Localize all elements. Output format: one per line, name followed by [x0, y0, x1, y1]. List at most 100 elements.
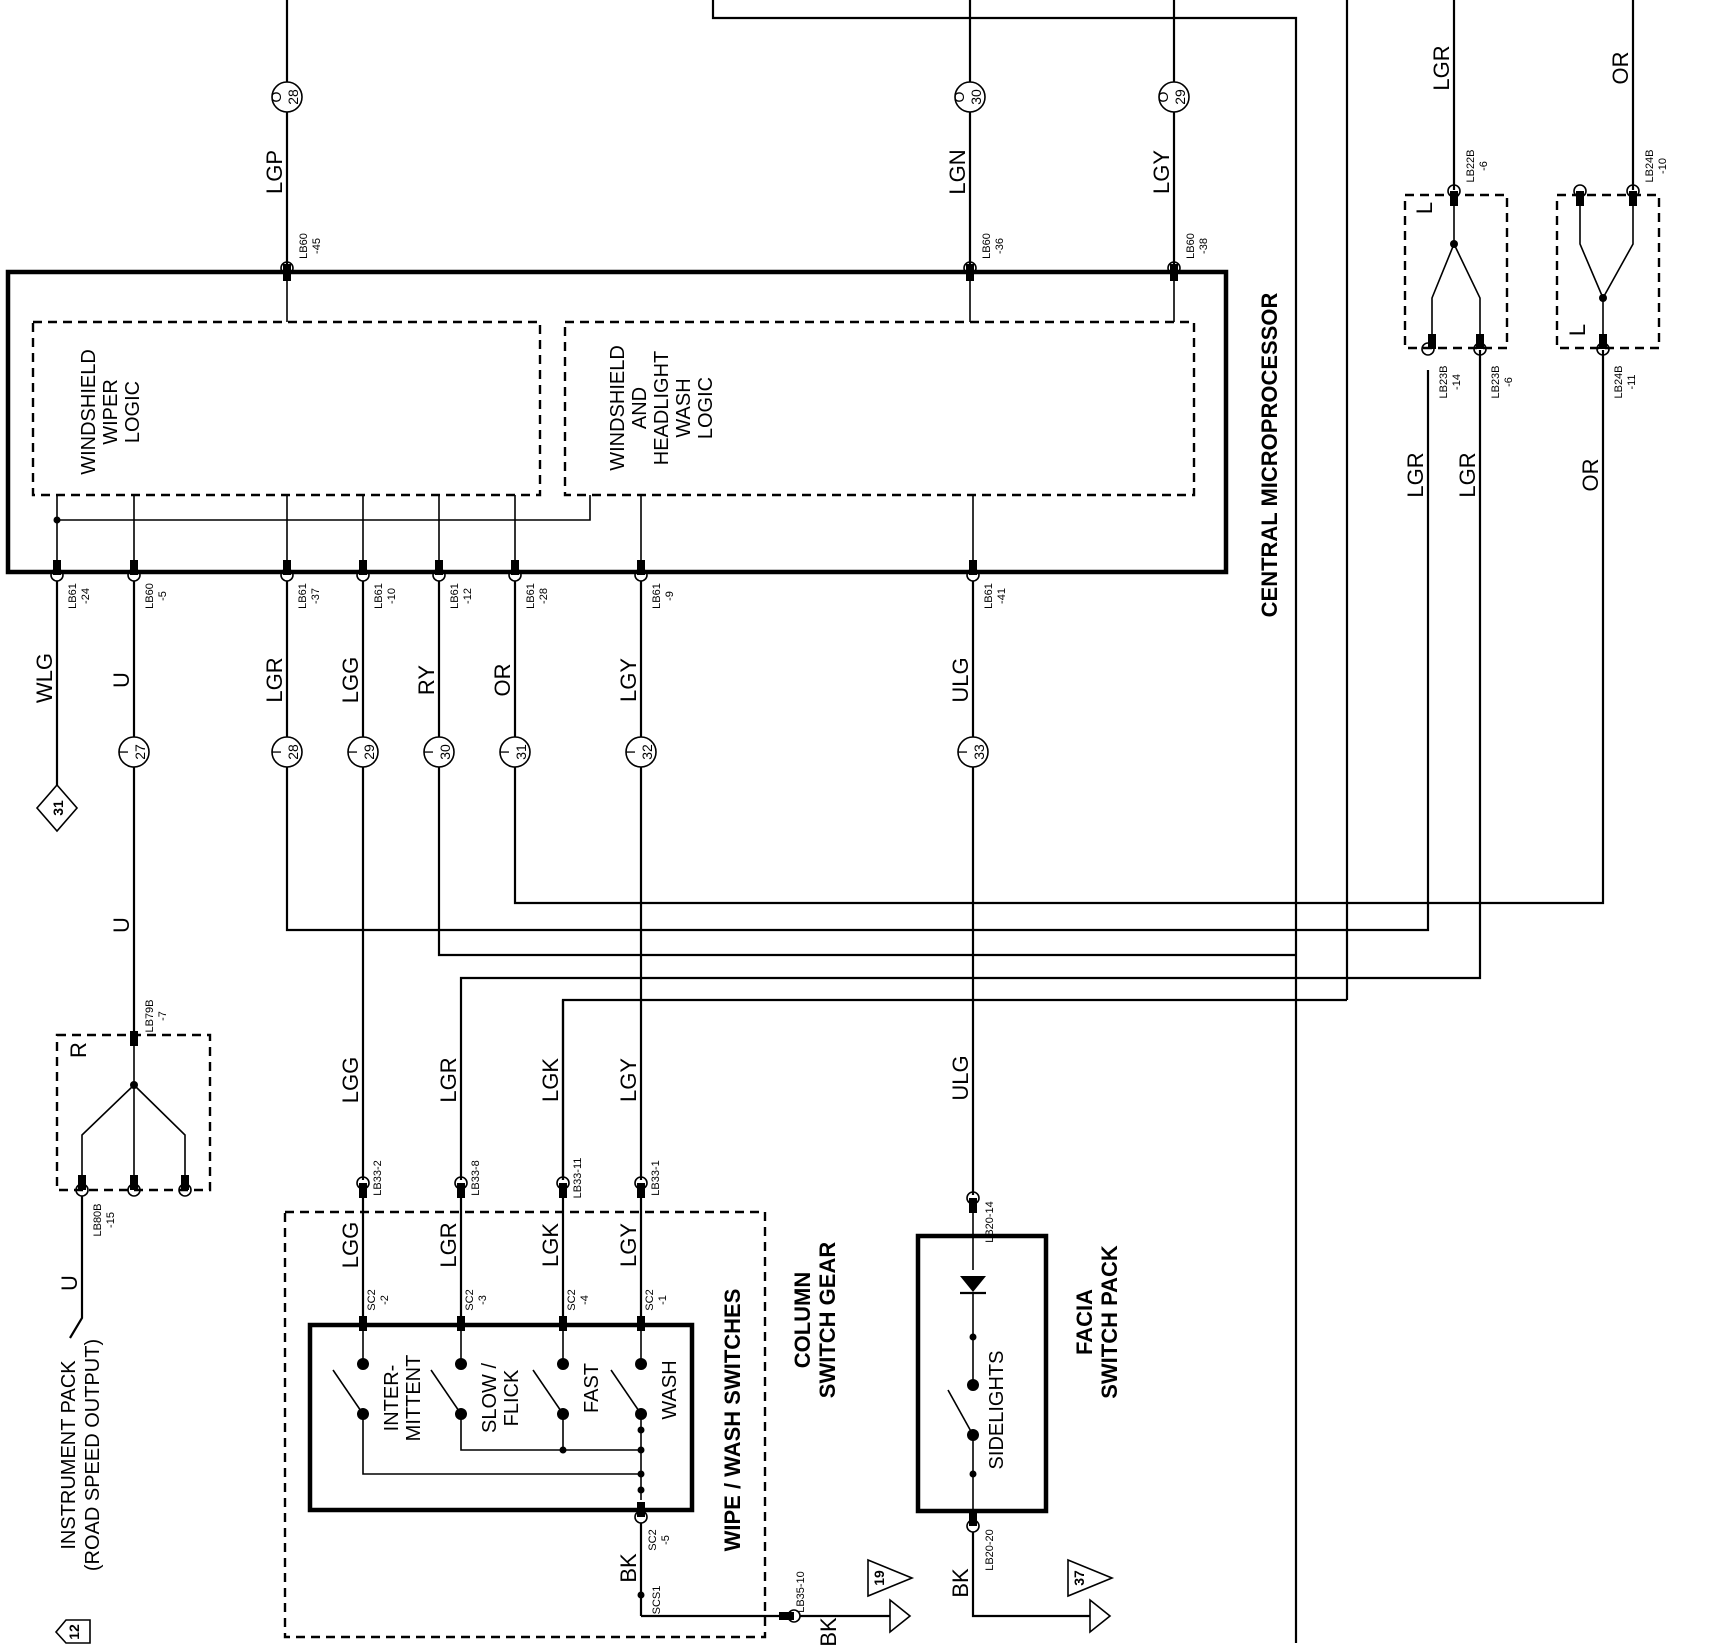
- switch-intermittent: INTER- MITTENT: [332, 1331, 641, 1475]
- bottom-wire-wlg: WLG 31: [32, 581, 79, 833]
- bottom-wire-ry: RY I 30: [414, 581, 1296, 957]
- connector-label: LB20-20: [984, 1529, 996, 1571]
- logic-text-line: WINDSHIELD: [78, 349, 100, 475]
- connector-pin: -14: [1451, 374, 1463, 390]
- offpage-number: 33: [971, 744, 987, 760]
- offpage-number: 30: [968, 89, 984, 105]
- wire-color-label: LGK: [538, 1223, 563, 1267]
- offpage-letter: O: [1155, 91, 1171, 102]
- switch-label: SLOW /: [479, 1363, 501, 1433]
- wire-color-label: BK: [948, 1568, 973, 1598]
- connector-label: LB61: [67, 583, 79, 609]
- connector-label: LB60: [1185, 233, 1197, 259]
- reference-marker-37: [1067, 1558, 1115, 1598]
- entry-lgg: LB33-2 LGG SC2 -2: [338, 1160, 391, 1320]
- logic-text-line: LOGIC: [122, 381, 144, 443]
- connector-pin: -4: [579, 1295, 591, 1305]
- connector-label: LB24B: [1644, 149, 1656, 182]
- splice-letter: L: [1412, 202, 1437, 214]
- logic-text-line: WASH: [673, 378, 695, 437]
- entry-lgy: LB33-1 LGY SC2 -1: [616, 1160, 669, 1320]
- wire-color-label: WLG: [32, 653, 57, 703]
- switch-label: FLICK: [501, 1369, 523, 1426]
- logic-text-line: LOGIC: [695, 377, 717, 439]
- entry-lgr: LB33-8 LGR SC2 -3: [436, 1160, 489, 1320]
- connector-label: LB22B: [1465, 149, 1477, 182]
- wire-color-label: LGR: [1455, 452, 1480, 497]
- facia-switch-pack: LB20-14 SIDELIGHTS LB20-20 BK 37 FACIA S…: [915, 1191, 1122, 1634]
- connector-pin: -5: [660, 1535, 672, 1545]
- switch-wash: WASH: [610, 1331, 681, 1500]
- offpage-letter: O: [268, 91, 284, 102]
- connector-label: LB60: [298, 233, 310, 259]
- connector-pin: -2: [379, 1295, 391, 1305]
- offpage-number: 27: [132, 744, 148, 760]
- connector-pin: -28: [538, 588, 550, 604]
- bottom-wire-lgy: LGY I 32 LGY: [616, 581, 657, 1180]
- connector-label: LB23B: [1438, 365, 1450, 398]
- connector-pin: -10: [1657, 158, 1669, 174]
- connector-pin: -3: [477, 1295, 489, 1305]
- wipe-wash-switch-box: [307, 1322, 695, 1513]
- wipe-wash-title: WIPE / WASH SWITCHES: [720, 1289, 745, 1552]
- bottom-wire-ulg: ULG I 33 ULG: [948, 581, 989, 1195]
- connector-label: LB61: [983, 583, 995, 609]
- switch-label: MITTENT: [403, 1355, 425, 1442]
- connector-label: LB33-2: [372, 1160, 384, 1195]
- wire-color-label: LGP: [262, 150, 287, 194]
- pin-lb61-9: LB61 -9: [634, 560, 676, 609]
- top-wire-lgy: O 29 LGY LB60 -38: [1149, 0, 1210, 322]
- connector-pin: -9: [664, 591, 676, 601]
- facia-switch-box: [915, 1233, 1049, 1514]
- connector-label: LB79B: [144, 999, 156, 1032]
- offpage-letter: O: [951, 91, 967, 102]
- wire-color-label: LGR: [436, 1057, 461, 1102]
- connector-pin: -41: [996, 588, 1008, 604]
- connector-label: LB60: [144, 583, 156, 609]
- cross-wire-lgr-lb23b-6: LGR: [436, 350, 1482, 1180]
- connector-label: SC2: [644, 1289, 656, 1310]
- pin-lb61-24: LB61 -24: [50, 560, 92, 609]
- facia-title: FACIA: [1072, 1289, 1097, 1355]
- logic-text-line: WINDSHIELD: [607, 345, 629, 471]
- offpage-number: 31: [513, 744, 529, 760]
- connector-label: SCS1: [651, 1586, 663, 1615]
- bottom-wire-lgr: LGR I 28: [262, 370, 1430, 932]
- wire-color-label: LGR: [1429, 45, 1454, 90]
- connector-label: LB24B: [1613, 365, 1625, 398]
- wire-color-label: LGK: [538, 1058, 563, 1102]
- wire-color-label: OR: [1578, 459, 1603, 492]
- connector-label: SC2: [566, 1289, 578, 1310]
- instrument-pack-subtitle: (ROAD SPEED OUTPUT): [82, 1339, 104, 1571]
- offpage-letter: I: [954, 750, 970, 754]
- reference-marker-31: [35, 783, 79, 833]
- connector-label: LB20-14: [984, 1201, 996, 1243]
- wire-color-label: LGY: [616, 1223, 641, 1267]
- instrument-pack-label: INSTRUMENT PACK (ROAD SPEED OUTPUT) 12: [54, 1339, 104, 1644]
- connector-pin: -7: [157, 1011, 169, 1021]
- column-switch-gear: COLUMN SWITCH GEAR WIPE / WASH SWITCHES …: [283, 1158, 915, 1647]
- diode-icon: [960, 1276, 986, 1292]
- connector-label: LB33-8: [470, 1160, 482, 1195]
- offpage-number: 28: [285, 89, 301, 105]
- central-microprocessor: CENTRAL MICROPROCESSOR WINDSHIELD WIPER …: [5, 269, 1282, 618]
- wire-color-label: BK: [616, 1553, 641, 1583]
- connector-pin: -11: [1626, 374, 1638, 389]
- reference-number: 37: [1071, 1570, 1087, 1586]
- connector-label: SC2: [647, 1529, 659, 1550]
- wire-color-label: LGY: [616, 1058, 641, 1102]
- connector-label: LB61: [449, 583, 461, 609]
- processor-title: CENTRAL MICROPROCESSOR: [1257, 293, 1282, 618]
- connector-pin: -15: [105, 1212, 117, 1228]
- connector-label: SC2: [366, 1289, 378, 1310]
- wire-color-label: LGR: [436, 1222, 461, 1267]
- logic-text-line: AND: [629, 387, 651, 429]
- reference-number: 12: [66, 1624, 82, 1640]
- connector-pin: -5: [157, 591, 169, 601]
- connector-pin: -6: [1503, 377, 1515, 387]
- splice-lgr: LGR LB22B -6 L LB23B -14 LB23B -6 LGR LG…: [1403, 0, 1515, 498]
- wire-color-label: LGY: [616, 658, 641, 702]
- offpage-letter: I: [496, 750, 512, 754]
- wash-logic-label: WINDSHIELD AND HEADLIGHT WASH LOGIC: [607, 345, 717, 471]
